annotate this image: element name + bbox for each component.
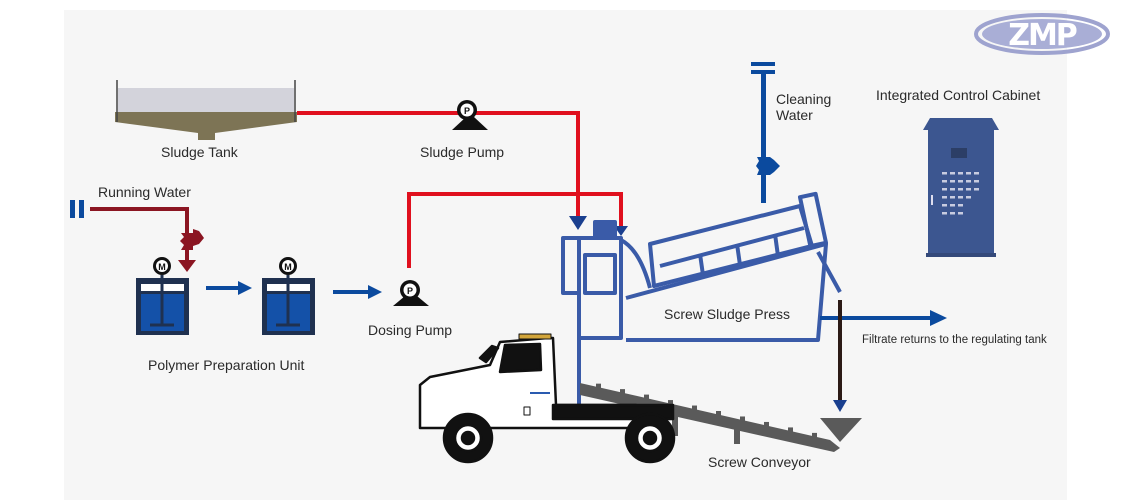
polymer-dosing-line [407,192,623,268]
svg-text:M: M [158,262,166,272]
cake-discharge-arrowhead [833,400,847,412]
cabinet-button [942,196,947,199]
screw-conveyor [580,383,862,452]
cabinet-button [974,172,979,175]
cabinet-button [950,172,955,175]
cabinet-button [966,172,971,175]
running-water-line [90,207,189,262]
conveyor-flight [716,411,721,419]
sludge-feed-line [297,111,580,222]
polymer-unit-label: Polymer Preparation Unit [148,357,305,373]
cabinet-button [942,212,947,215]
svg-text:M: M [284,262,292,272]
running-water-valve-icon [180,229,204,250]
svg-text:P: P [464,106,470,116]
cleaning-water-line [751,62,780,203]
control-cabinet-label: Integrated Control Cabinet [876,87,1040,103]
polymer-to-dosing-arrowhead [368,285,382,299]
cabinet-button [958,180,963,183]
screw-sludge-press [561,191,842,418]
cabinet-button [966,180,971,183]
filtrate-label: Filtrate returns to the regulating tank [862,334,1047,346]
cabinet-button [942,172,947,175]
filtrate-arrowhead [930,310,947,326]
polymer-inlet-arrow [614,226,628,236]
sludge-pump-icon: P [452,100,488,130]
conveyor-flight [692,405,697,413]
conveyor-flight [788,427,793,435]
cabinet-button [958,196,963,199]
cabinet-button [942,180,947,183]
cabinet-button [950,212,955,215]
polymer-tank-2: M [262,257,315,335]
cleaning-water-label-1: Cleaning [776,91,831,107]
cabinet-button [950,180,955,183]
cabinet-button [966,188,971,191]
cabinet-button [958,188,963,191]
svg-text:P: P [407,286,413,296]
truck [418,333,676,464]
conveyor-flight [644,394,649,402]
conveyor-flight [740,416,745,424]
cabinet-button [950,188,955,191]
sludge-pump-label: Sludge Pump [420,144,504,160]
zmp-logo: ZMP [974,13,1110,55]
cleaning-water-valve-icon [756,157,780,175]
polymer-tank-1: M [136,257,189,335]
dosing-pump-label: Dosing Pump [368,322,452,338]
control-cabinet [923,118,999,257]
conveyor-flight [764,421,769,429]
cabinet-button [974,180,979,183]
cabinet-button [974,188,979,191]
sludge-tank-label: Sludge Tank [161,144,239,160]
cabinet-button [942,188,947,191]
conveyor-flight [812,432,817,440]
cabinet-button [950,204,955,207]
cabinet-button [958,204,963,207]
sludge-inlet-arrow [569,216,587,230]
conveyor-flight [620,389,625,397]
screw-press-label: Screw Sludge Press [664,306,790,322]
cabinet-buttons [942,172,979,215]
logo-text: ZMP [1008,18,1077,53]
dosing-pump-icon: P [393,280,429,306]
cleaning-water-label-2: Water [776,107,813,123]
running-water-arrow [178,260,196,272]
cabinet-button [958,172,963,175]
cabinet-button [958,212,963,215]
conveyor-flight [668,400,673,408]
polymer-transfer-arrowhead [238,281,252,295]
cabinet-button [950,196,955,199]
cabinet-button [966,196,971,199]
cabinet-button [942,204,947,207]
running-water-inlet-icon [70,200,84,218]
running-water-label: Running Water [98,184,191,200]
sludge-tank [115,80,297,140]
screw-conveyor-label: Screw Conveyor [708,454,811,470]
conveyor-flight [596,383,601,391]
